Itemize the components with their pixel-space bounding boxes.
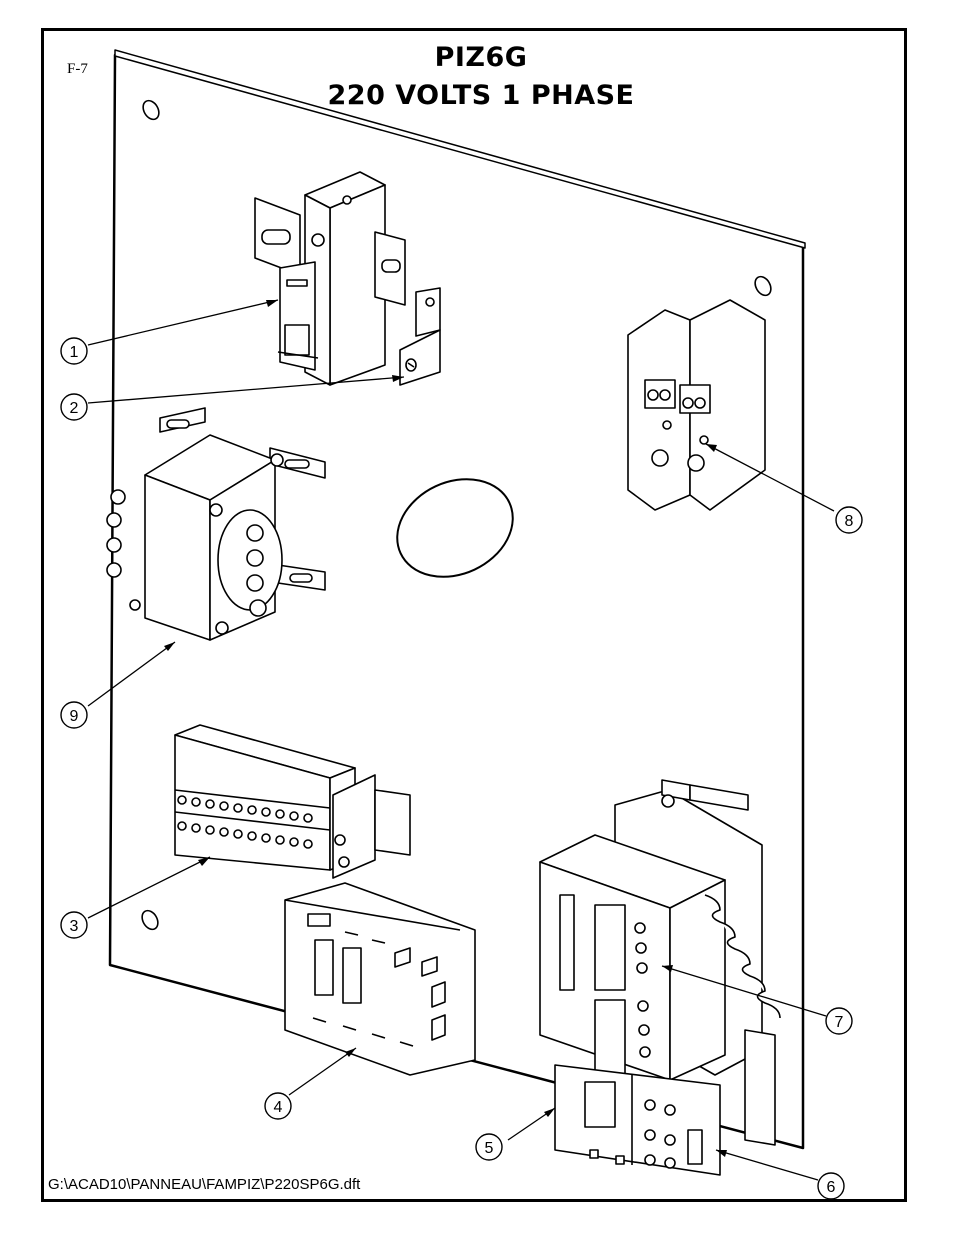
callout-number: 8 xyxy=(845,513,854,530)
leader-lines xyxy=(87,299,835,1181)
callout-7: 7 xyxy=(825,1007,853,1035)
mounting-hole xyxy=(141,909,159,931)
drawing-frame xyxy=(41,28,907,1202)
overload-relay xyxy=(554,1029,776,1176)
contactor xyxy=(539,779,781,1081)
diagram-title: PIZ6G xyxy=(434,42,528,73)
callout-number: 3 xyxy=(70,918,79,935)
sheet-label: F-7 xyxy=(67,61,88,77)
diagram-subtitle: 220 VOLTS 1 PHASE xyxy=(327,80,635,111)
circuit-breaker xyxy=(254,171,406,386)
callout-2: 2 xyxy=(60,393,88,421)
file-path: G:\ACAD10\PANNEAU\FAMPIZ\P220SP6G.dft xyxy=(48,1176,361,1193)
callout-4: 4 xyxy=(264,1092,292,1120)
callout-number: 5 xyxy=(485,1140,494,1157)
leader-arrowheads xyxy=(164,300,727,1157)
callout-number: 2 xyxy=(70,400,79,417)
mounting-hole xyxy=(754,275,772,297)
transformer xyxy=(106,407,326,641)
callout-5: 5 xyxy=(475,1133,503,1161)
callout-3: 3 xyxy=(60,911,88,939)
control-board xyxy=(284,882,476,1076)
callout-1: 1 xyxy=(60,337,88,365)
callout-9: 9 xyxy=(60,701,88,729)
callout-number: 1 xyxy=(70,344,79,361)
callouts: 1 2 3 4 5 6 7 8 xyxy=(60,337,863,1200)
callout-number: 6 xyxy=(827,1179,836,1196)
callout-number: 4 xyxy=(274,1099,283,1116)
callout-number: 7 xyxy=(835,1014,844,1031)
callout-6: 6 xyxy=(817,1172,845,1200)
panel-knockout xyxy=(396,478,514,578)
ground-lug xyxy=(399,287,441,386)
callout-8: 8 xyxy=(835,506,863,534)
distribution-block xyxy=(627,299,766,511)
terminal-strip xyxy=(174,724,411,879)
callout-number: 9 xyxy=(70,708,79,725)
mounting-hole xyxy=(142,99,160,121)
